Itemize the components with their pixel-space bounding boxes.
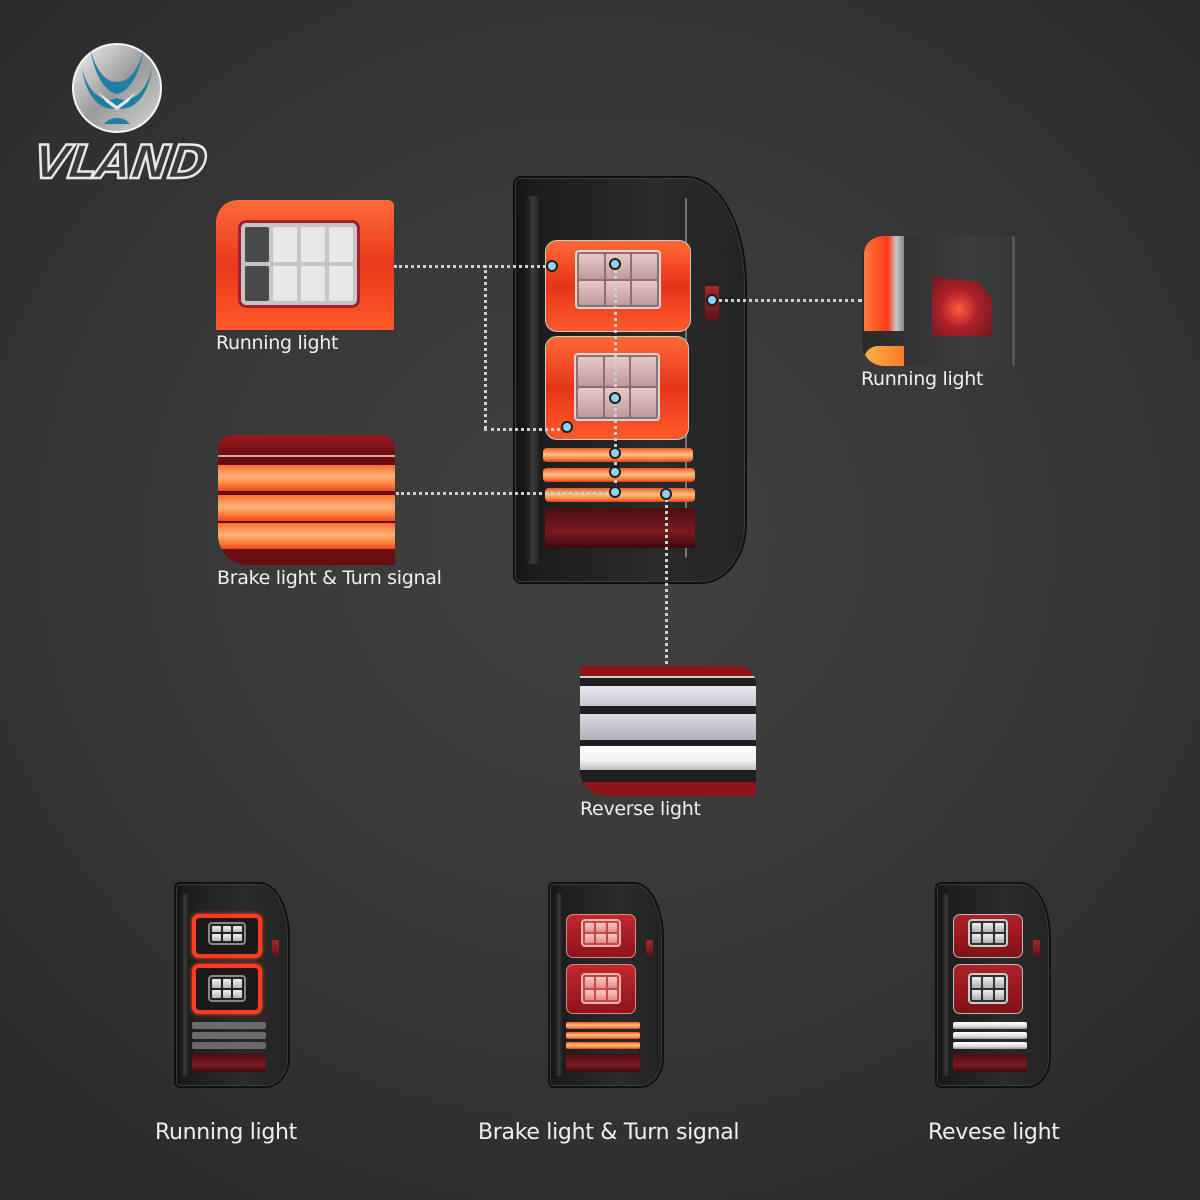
callout-dot bbox=[561, 421, 573, 433]
brake-turn-label: Brake light & Turn signal bbox=[217, 567, 442, 589]
upper-led-block bbox=[545, 240, 691, 332]
running-light-detail-image bbox=[216, 200, 394, 330]
callout-dot bbox=[546, 260, 558, 272]
callout-dot bbox=[660, 488, 672, 500]
reverse-light-detail-image bbox=[580, 666, 756, 796]
leader-line bbox=[394, 265, 552, 268]
callout-dot bbox=[609, 466, 621, 478]
variant-reverse-label: Revese light bbox=[928, 1120, 1060, 1145]
leader-line bbox=[614, 265, 617, 495]
callout-dot bbox=[609, 392, 621, 404]
brand-logo: VLAND bbox=[29, 42, 211, 190]
brake-turn-detail-image bbox=[218, 435, 395, 565]
callout-dot bbox=[609, 258, 621, 270]
leader-line bbox=[484, 265, 487, 429]
callout-dot bbox=[706, 294, 718, 306]
variant-brake-label: Brake light & Turn signal bbox=[478, 1120, 740, 1145]
side-running-light-detail-image bbox=[862, 236, 1037, 366]
reverse-light-label: Reverse light bbox=[580, 798, 701, 820]
leader-line bbox=[396, 492, 614, 495]
leader-line bbox=[712, 299, 862, 302]
callout-dot bbox=[609, 447, 621, 459]
main-tail-light-image bbox=[513, 176, 747, 584]
side-running-light-label: Running light bbox=[861, 368, 984, 390]
leader-line bbox=[665, 494, 668, 664]
variant-running-image bbox=[174, 882, 290, 1088]
running-light-label: Running light bbox=[216, 332, 339, 354]
vland-emblem-icon bbox=[72, 43, 162, 133]
variant-running-label: Running light bbox=[155, 1120, 298, 1145]
brand-wordmark: VLAND bbox=[29, 134, 211, 191]
callout-dot bbox=[609, 486, 621, 498]
variant-brake-image bbox=[548, 882, 664, 1088]
variant-reverse-image bbox=[935, 882, 1051, 1088]
leader-line bbox=[484, 428, 566, 431]
